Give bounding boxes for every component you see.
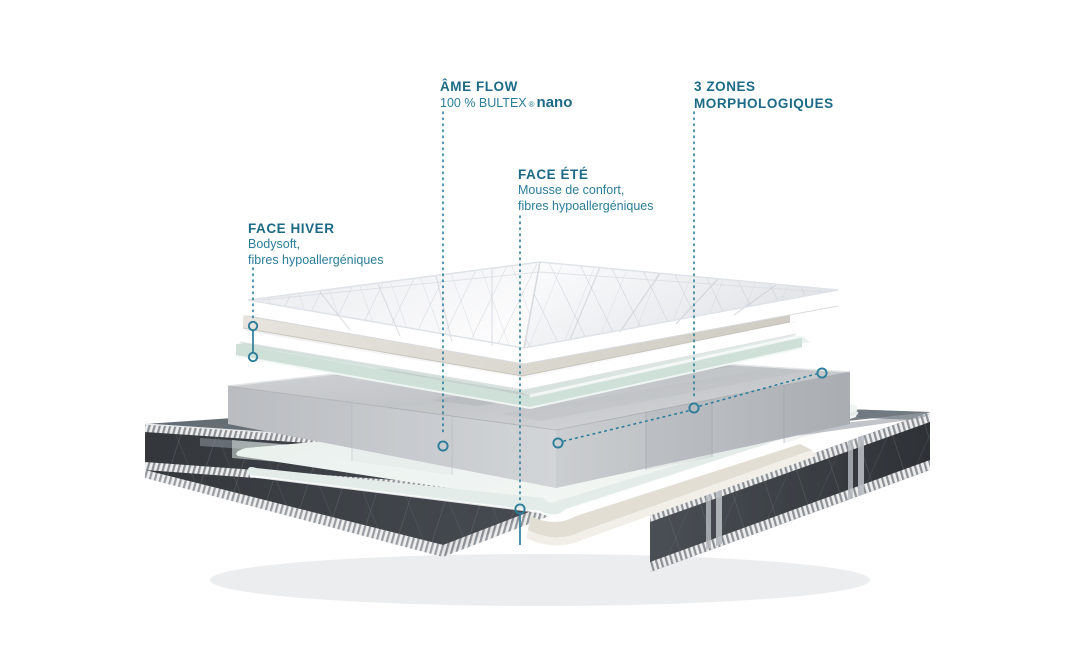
registered-mark: ®: [528, 100, 535, 109]
marker-face-hiver-top: [247, 320, 259, 332]
core-front-right: [556, 372, 850, 488]
label-ame-flow-title: ÂME FLOW: [440, 79, 518, 94]
leader-lines: [252, 111, 817, 501]
marker-zone-1: [688, 402, 700, 414]
marker-ame-flow: [437, 440, 449, 452]
label-face-ete: FACE ÉTÉ Mousse de confort, fibres hypoa…: [518, 166, 654, 214]
label-ame-flow-prefix: 100 % BULTEX: [440, 96, 527, 110]
label-zones-title-line-2: MORPHOLOGIQUES: [694, 96, 834, 111]
quilt-stitch-lines: [319, 266, 777, 346]
label-face-hiver-line-1: Bodysoft,: [248, 237, 301, 251]
marker-zone-2: [816, 367, 828, 379]
label-face-hiver-line-2: fibres hypoallergéniques: [248, 252, 384, 267]
label-zones-morphologiques: 3 ZONES MORPHOLOGIQUES: [694, 78, 834, 112]
marker-face-ete: [514, 503, 526, 515]
base-right-wall: [650, 412, 930, 572]
label-face-ete-line-1: Mousse de confort,: [518, 183, 625, 197]
quilted-top-cover: [247, 261, 839, 365]
label-face-hiver: FACE HIVER Bodysoft, fibres hypoallergén…: [248, 220, 384, 268]
label-ame-flow-emphasis: nano: [536, 94, 573, 111]
leader-markers: [247, 320, 828, 515]
label-face-ete-title: FACE ÉTÉ: [518, 167, 589, 182]
label-face-ete-line-2: fibres hypoallergéniques: [518, 198, 654, 213]
label-ame-flow: ÂME FLOW 100 % BULTEX® nano: [440, 78, 572, 113]
marker-face-hiver-bottom: [247, 351, 259, 363]
core-front-left: [228, 386, 556, 488]
core-zone-separators-left: [351, 403, 453, 475]
label-ame-flow-subline: 100 % BULTEX® nano: [440, 95, 572, 113]
marker-zone-3: [552, 437, 564, 449]
label-face-hiver-title: FACE HIVER: [248, 221, 335, 236]
base-handle-strips: [706, 435, 864, 550]
label-zones-title-line-1: 3 ZONES: [694, 79, 756, 94]
